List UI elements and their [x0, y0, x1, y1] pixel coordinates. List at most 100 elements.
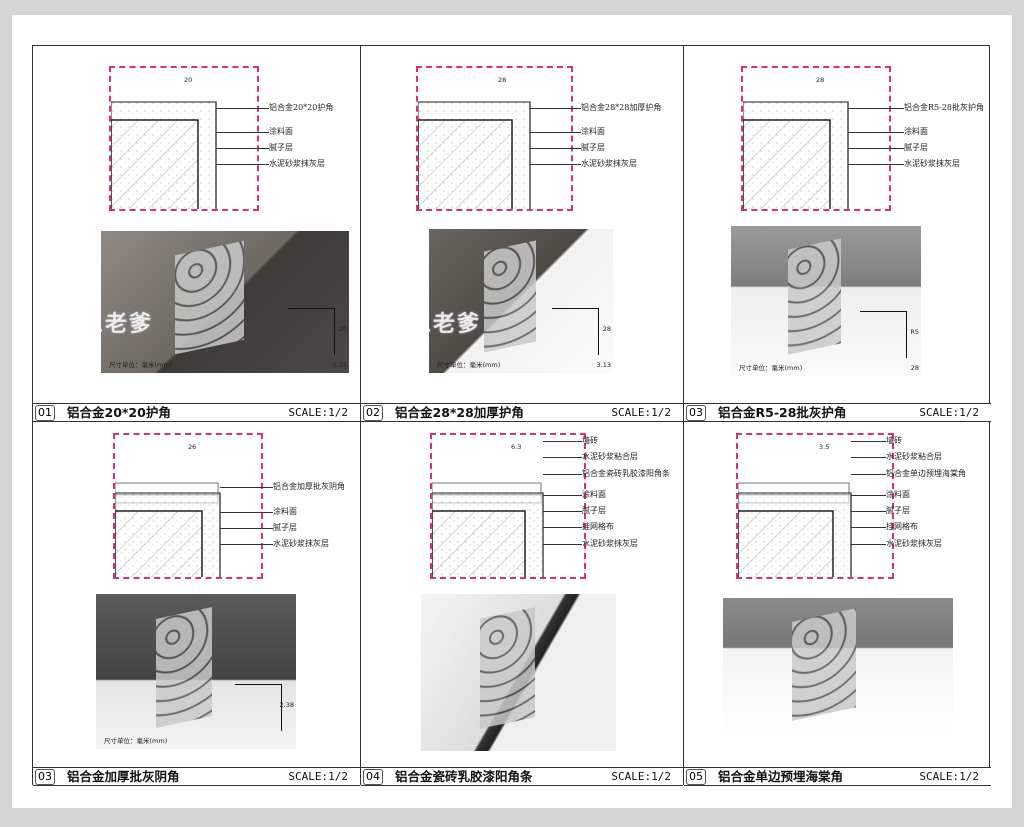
title-bar: 03 铝合金R5-28批灰护角 SCALE:1/2 — [684, 403, 991, 422]
scale-label: SCALE:1/2 — [288, 406, 348, 419]
callout-label: 水泥砂浆抹灰层 — [220, 539, 329, 548]
profile-dimension-diagram — [860, 311, 907, 358]
callout-label: 腻子层 — [216, 143, 293, 152]
wall-section-svg — [115, 482, 221, 577]
scale-label: SCALE:1/2 — [611, 770, 671, 783]
product-photo — [421, 594, 616, 751]
title-bar: 04 铝合金瓷砖乳胶漆阳角条 SCALE:1/2 — [361, 767, 683, 786]
callout-label: 挂网格布 — [851, 522, 918, 531]
dimension-label: 28 — [816, 76, 825, 84]
callout-label: 水泥砂浆抹灰层 — [530, 159, 637, 168]
unit-note: 尺寸单位：毫米(mm) — [437, 361, 501, 369]
dimension-label: R5 — [910, 328, 919, 336]
detail-title: 铝合金加厚批灰阴角 — [67, 769, 180, 784]
watermark: 三老爹 — [101, 312, 154, 337]
callout-label: 涂料面 — [220, 507, 297, 516]
callout-label: 铝合金瓷砖乳胶漆阳角条 — [543, 469, 670, 478]
scale-label: SCALE:1/2 — [919, 770, 979, 783]
product-photo — [723, 598, 953, 739]
watermark: 三老爹 — [429, 312, 482, 337]
dimension-label: 3.5 — [819, 443, 830, 451]
callout-label: 腻子层 — [543, 506, 606, 515]
corner-profile — [788, 238, 842, 355]
callout-label: 涂料面 — [530, 127, 605, 136]
callout-label: 水泥砂浆粘合层 — [851, 452, 942, 461]
callout-label: 铝合金R5-28批灰护角 — [848, 103, 984, 112]
profile-dimension-diagram — [235, 684, 282, 731]
product-photo: 20 0.55 尺寸单位：毫米(mm) 三老爹 — [101, 231, 349, 373]
detail-title: 铝合金单边预埋海棠角 — [718, 769, 844, 784]
callout-label: 水泥砂浆抹灰层 — [851, 539, 942, 548]
detail-number: 03 — [35, 769, 55, 785]
detail-title: 铝合金瓷砖乳胶漆阳角条 — [395, 769, 533, 784]
corner-profile — [484, 240, 536, 353]
detail-number: 04 — [363, 769, 383, 785]
callout-label: 腻子层 — [220, 523, 297, 532]
wall-section-svg — [743, 101, 849, 209]
section-drawing — [430, 433, 586, 579]
callout-label: 腻子层 — [530, 143, 605, 152]
callout-label: 腻子层 — [848, 143, 928, 152]
wall-section-svg — [418, 101, 531, 209]
unit-note: 尺寸单位：毫米(mm) — [109, 361, 173, 369]
product-photo: 2.38 尺寸单位：毫米(mm) — [96, 594, 296, 749]
callout-label: 墙砖 — [851, 436, 902, 445]
callout-label: 铝合金加厚批灰阴角 — [220, 482, 345, 491]
callout-label: 水泥砂浆粘合层 — [543, 452, 638, 461]
unit-note: 尺寸单位：毫米(mm) — [104, 737, 168, 745]
wall-section-svg — [111, 101, 217, 209]
callout-label: 涂料面 — [543, 490, 606, 499]
callout-label: 铝合金单边预埋海棠角 — [851, 469, 966, 478]
section-drawing — [416, 66, 573, 211]
dimension-label: 28 — [498, 76, 507, 84]
detail-title: 铝合金R5-28批灰护角 — [718, 405, 847, 420]
dimension-label: 26 — [188, 443, 197, 451]
dimension-label: 20 — [184, 76, 193, 84]
section-drawing — [109, 66, 259, 211]
corner-profile — [156, 606, 212, 728]
corner-profile — [792, 608, 857, 721]
callout-label: 水泥砂浆抹灰层 — [543, 539, 638, 548]
dimension-label: 28 — [910, 364, 919, 372]
dimension-label: 28 — [602, 325, 611, 333]
corner-profile — [175, 240, 245, 355]
dimension-label: 2.38 — [279, 701, 294, 709]
wall-section-svg — [432, 482, 544, 577]
profile-dimension-diagram — [288, 308, 335, 355]
section-drawing — [741, 66, 891, 211]
callout-label: 涂料面 — [848, 127, 928, 136]
detail-number: 01 — [35, 405, 55, 421]
section-drawing — [113, 433, 263, 579]
wall-section-svg — [738, 482, 852, 577]
profile-dimension-diagram — [552, 308, 599, 355]
corner-profile — [479, 607, 535, 729]
callout-label: 涂料面 — [216, 127, 293, 136]
detail-number: 03 — [686, 405, 706, 421]
detail-number: 05 — [686, 769, 706, 785]
callout-label: 墙砖 — [543, 436, 598, 445]
callout-label: 水泥砂浆抹灰层 — [216, 159, 325, 168]
dimension-label: 3.13 — [596, 361, 611, 369]
section-drawing — [736, 433, 894, 579]
product-photo: 28 3.13 尺寸单位：毫米(mm) 三老爹 — [429, 229, 613, 373]
callout-label: 腻子层 — [851, 506, 910, 515]
scale-label: SCALE:1/2 — [611, 406, 671, 419]
callout-label: 涂料面 — [851, 490, 910, 499]
scale-label: SCALE:1/2 — [919, 406, 979, 419]
dimension-label: 20 — [338, 325, 347, 333]
title-bar: 05 铝合金单边预埋海棠角 SCALE:1/2 — [684, 767, 991, 786]
detail-number: 02 — [363, 405, 383, 421]
callout-label: 水泥砂浆抹灰层 — [848, 159, 960, 168]
dimension-label: 0.55 — [332, 361, 347, 369]
